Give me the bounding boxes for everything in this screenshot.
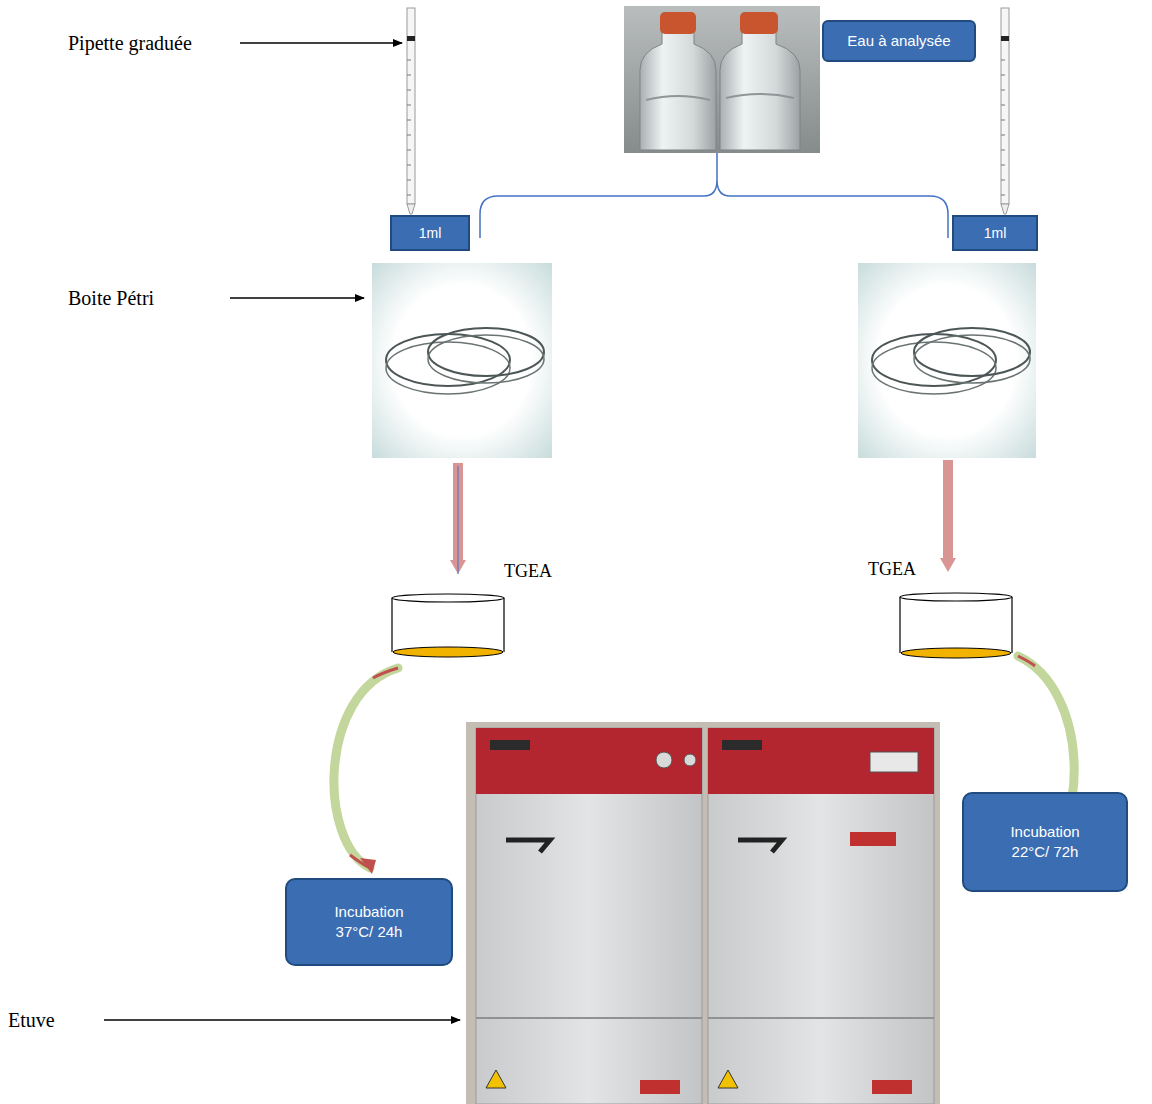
oven-photo-part: [466, 722, 940, 1104]
box-text: Incubation 22°C/ 72h: [997, 822, 1093, 863]
dish-with-medium-part: [392, 598, 504, 652]
oven-photo-part: [872, 1080, 912, 1094]
part-label: Etuve: [8, 1009, 55, 1031]
pipette-part: [1001, 36, 1009, 41]
dish-with-medium-part: [900, 593, 1012, 601]
process-box: Incubation 37°C/ 24h: [285, 878, 453, 966]
petri-photo-part: [914, 335, 1030, 383]
volume-box: 1ml: [952, 215, 1038, 251]
bracket-part: [480, 153, 948, 238]
oven-photo-part: [870, 752, 918, 772]
water-photo-part: [740, 12, 778, 34]
oven-photo-part: [708, 1017, 934, 1019]
pipette-part: [1001, 8, 1009, 204]
pour-arrow: [458, 463, 459, 574]
petri-photo-part: [372, 263, 552, 458]
oven-photo-part: [722, 740, 762, 750]
curved-arrow-part: [334, 668, 398, 868]
oven-photo-part: [656, 752, 672, 768]
part-label: Boite Pétri: [68, 287, 154, 309]
petri-photo-part: [428, 335, 544, 383]
oven-photo-part: [506, 840, 550, 852]
medium-label: TGEA: [868, 560, 916, 580]
water-photo-part: [720, 32, 800, 150]
oven-photo-part: [640, 1080, 680, 1094]
dish-with-medium-part: [392, 594, 504, 602]
curved-arrow-part: [1018, 656, 1035, 666]
pipette: [1001, 8, 1009, 214]
pipette-part: [1001, 60, 1005, 195]
pour-arrow: [948, 460, 949, 562]
oven-photo-part: [490, 740, 530, 750]
curved-arrow: [334, 668, 398, 874]
water-photo-part: [640, 32, 716, 150]
water-photo-part: [646, 94, 794, 100]
dish-with-medium: [392, 594, 504, 657]
petri-photo: [372, 263, 552, 458]
leader-arrows-part: [104, 1019, 460, 1021]
oven-photo-part: [708, 728, 934, 794]
dish-with-medium-part: [393, 647, 503, 657]
curved-arrow-part: [360, 858, 376, 874]
box-text: Incubation 37°C/ 24h: [321, 902, 417, 943]
water-photo-part: [624, 6, 820, 153]
volume-box: 1ml: [390, 215, 470, 251]
part-label: Pipette graduée: [68, 32, 192, 54]
leader-arrows-part: [240, 42, 402, 44]
petri-photo-part: [872, 342, 996, 394]
process-box: Incubation 22°C/ 72h: [962, 792, 1128, 892]
pipette-part: [407, 36, 415, 41]
pour-arrow-part: [943, 460, 953, 562]
water-photo-part: [660, 12, 696, 34]
bracket: [480, 153, 948, 238]
oven-photo: [466, 722, 940, 1104]
pipette-part: [407, 60, 411, 195]
water-photo: [624, 6, 820, 153]
oven-photo-part: [850, 832, 896, 846]
petri-photo: [858, 263, 1036, 458]
dish-with-medium: [900, 593, 1012, 658]
pipette: [407, 8, 415, 214]
oven-photo-part: [486, 1070, 506, 1088]
medium-label: TGEA: [504, 562, 552, 582]
oven-photo-part: [476, 1017, 702, 1019]
pipette-part: [1001, 204, 1009, 214]
oven-photo-part: [718, 1070, 738, 1088]
pipette-part: [407, 204, 415, 214]
box-text: 1ml: [419, 224, 442, 243]
pour-arrow-part: [458, 466, 459, 574]
petri-photo-part: [858, 263, 1036, 458]
process-box: Eau à analysée: [822, 20, 976, 62]
leader-arrows-part: [230, 297, 364, 299]
oven-photo-part: [738, 840, 782, 852]
oven-photo-part: [708, 728, 934, 1104]
petri-photo-part: [386, 342, 510, 394]
dish-with-medium-part: [901, 648, 1011, 658]
dish-with-medium-part: [900, 597, 1012, 653]
box-text: 1ml: [984, 224, 1007, 243]
box-text: Eau à analysée: [847, 31, 950, 51]
oven-photo-part: [684, 754, 696, 766]
oven-photo-part: [476, 728, 702, 1104]
pipette-part: [407, 8, 415, 204]
oven-photo-part: [476, 728, 702, 794]
curved-arrow-part: [373, 668, 398, 678]
